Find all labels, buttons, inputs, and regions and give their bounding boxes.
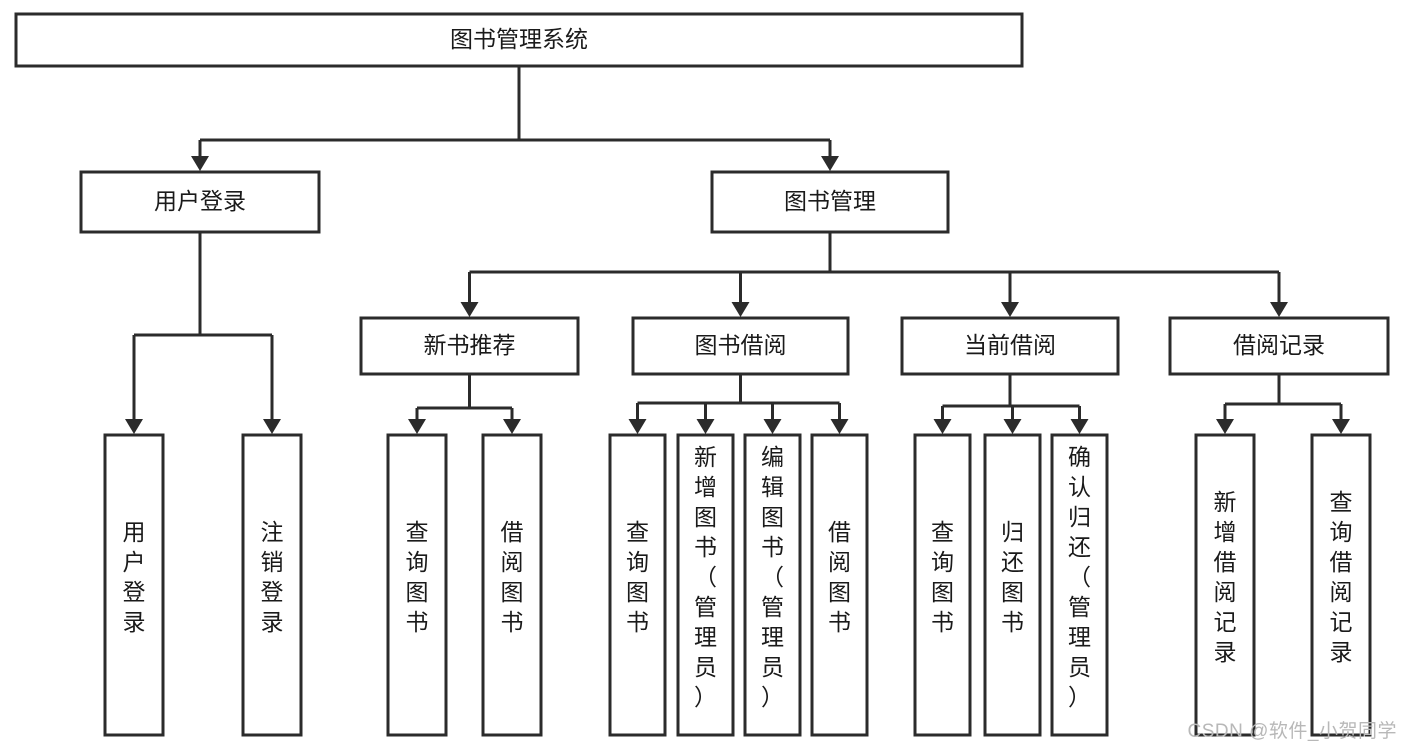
node-label-borrow-record: 借阅记录: [1233, 332, 1325, 358]
node-box-user-login: [79, 170, 321, 234]
node-book-borrow[interactable]: 图书借阅: [631, 316, 850, 376]
node-box-leaf-borrow-book: [810, 433, 869, 737]
node-box-book-manage: [710, 170, 950, 234]
node-label-leaf-borrow-book-rec: 借阅图书: [501, 519, 524, 635]
node-box-leaf-borrow-book-rec: [481, 433, 543, 737]
node-box-leaf-logout: [241, 433, 303, 737]
node-leaf-logout[interactable]: 注销登录: [241, 433, 303, 737]
arrowhead-leaf-borrow-book: [830, 419, 849, 434]
node-box-book-borrow: [631, 316, 850, 376]
node-leaf-return-book[interactable]: 归还图书: [983, 433, 1042, 737]
node-label-root: 图书管理系统: [450, 26, 588, 52]
node-box-leaf-confirm-return: [1050, 433, 1109, 737]
node-leaf-user-login[interactable]: 用户登录: [103, 433, 165, 737]
node-label-current-borrow: 当前借阅: [964, 332, 1056, 358]
node-label-leaf-add-record: 新增借阅记录: [1214, 489, 1237, 665]
node-leaf-borrow-book[interactable]: 借阅图书: [810, 433, 869, 737]
node-leaf-query-record[interactable]: 查询借阅记录: [1310, 433, 1372, 737]
arrowhead-leaf-logout: [263, 419, 281, 434]
node-leaf-query-book-borrow[interactable]: 查询图书: [608, 433, 667, 737]
node-label-leaf-edit-book: 编辑图书（管理员）: [761, 444, 784, 710]
arrowhead-leaf-query-book-borrow: [628, 419, 647, 434]
node-layer: 图书管理系统用户登录图书管理新书推荐图书借阅当前借阅借阅记录用户登录注销登录查询…: [14, 12, 1390, 737]
connector-layer: [125, 66, 1350, 434]
arrowhead-user-login: [191, 156, 209, 171]
node-box-leaf-query-book-rec: [386, 433, 448, 737]
node-label-leaf-borrow-book: 借阅图书: [828, 519, 851, 635]
node-leaf-query-book-rec[interactable]: 查询图书: [386, 433, 448, 737]
arrowhead-book-borrow: [731, 302, 750, 317]
arrowhead-leaf-add-book: [696, 419, 715, 434]
node-leaf-add-record[interactable]: 新增借阅记录: [1194, 433, 1256, 737]
arrowhead-leaf-confirm-return: [1070, 419, 1089, 434]
arrowhead-leaf-query-book-cur: [933, 419, 952, 434]
node-current-borrow[interactable]: 当前借阅: [900, 316, 1120, 376]
node-label-leaf-query-book-cur: 查询图书: [931, 519, 954, 635]
arrowhead-leaf-user-login: [125, 419, 143, 434]
node-new-book-rec[interactable]: 新书推荐: [359, 316, 580, 376]
arrowhead-leaf-query-record: [1332, 419, 1350, 434]
node-box-leaf-add-record: [1194, 433, 1256, 737]
node-box-new-book-rec: [359, 316, 580, 376]
arrowhead-leaf-borrow-book-rec: [503, 419, 521, 434]
arrowhead-leaf-add-record: [1216, 419, 1234, 434]
arrowhead-current-borrow: [1001, 302, 1019, 317]
node-box-current-borrow: [900, 316, 1120, 376]
node-leaf-edit-book[interactable]: 编辑图书（管理员）: [743, 433, 802, 737]
node-label-leaf-confirm-return: 确认归还（管理员）: [1068, 444, 1091, 710]
node-label-leaf-return-book: 归还图书: [1001, 519, 1024, 635]
node-label-leaf-query-book-borrow: 查询图书: [626, 519, 649, 635]
node-box-leaf-edit-book: [743, 433, 802, 737]
arrowhead-leaf-edit-book: [763, 419, 782, 434]
arrowhead-book-manage: [821, 156, 839, 171]
node-root[interactable]: 图书管理系统: [14, 12, 1024, 68]
arrowhead-leaf-query-book-rec: [408, 419, 426, 434]
node-box-leaf-query-book-cur: [913, 433, 972, 737]
node-box-leaf-query-record: [1310, 433, 1372, 737]
node-label-leaf-query-record: 查询借阅记录: [1330, 489, 1353, 665]
node-label-user-login: 用户登录: [154, 188, 246, 214]
arrowhead-borrow-record: [1270, 302, 1288, 317]
node-box-leaf-add-book: [676, 433, 735, 737]
node-borrow-record[interactable]: 借阅记录: [1168, 316, 1390, 376]
node-label-leaf-query-book-rec: 查询图书: [406, 519, 429, 635]
node-box-root: [14, 12, 1024, 68]
node-leaf-borrow-book-rec[interactable]: 借阅图书: [481, 433, 543, 737]
node-label-leaf-add-book: 新增图书（管理员）: [694, 444, 717, 710]
node-label-leaf-logout: 注销登录: [261, 519, 284, 635]
node-label-book-borrow: 图书借阅: [695, 332, 787, 358]
node-user-login[interactable]: 用户登录: [79, 170, 321, 234]
node-book-manage[interactable]: 图书管理: [710, 170, 950, 234]
node-label-new-book-rec: 新书推荐: [424, 332, 516, 358]
arrowhead-leaf-return-book: [1003, 419, 1022, 434]
csdn-watermark: CSDN @软件_小贺同学: [1187, 721, 1397, 742]
node-label-leaf-user-login: 用户登录: [123, 519, 146, 635]
node-box-leaf-return-book: [983, 433, 1042, 737]
node-box-leaf-user-login: [103, 433, 165, 737]
node-label-book-manage: 图书管理: [784, 188, 876, 214]
node-box-leaf-query-book-borrow: [608, 433, 667, 737]
node-leaf-confirm-return[interactable]: 确认归还（管理员）: [1050, 433, 1109, 737]
node-leaf-query-book-cur[interactable]: 查询图书: [913, 433, 972, 737]
node-leaf-add-book[interactable]: 新增图书（管理员）: [676, 433, 735, 737]
arrowhead-new-book-rec: [460, 302, 479, 317]
node-box-borrow-record: [1168, 316, 1390, 376]
